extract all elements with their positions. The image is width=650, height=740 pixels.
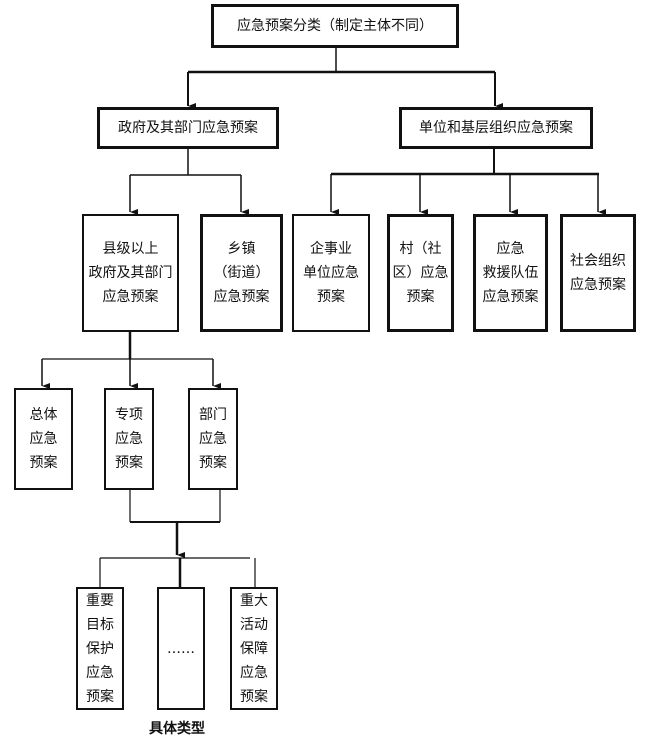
title-box: 应急预案分类（制定主体不同）	[211, 4, 459, 48]
enterprise-plans-box: 企事业 单位应急 预案	[292, 214, 370, 332]
special-plan-box: 专项 应急 预案	[104, 388, 154, 490]
major-event-plan-box: 重大 活动 保障 应急 预案	[230, 587, 278, 710]
overall-plan-box: 总体 应急 预案	[14, 388, 73, 490]
gov-plans-box: 政府及其部门应急预案	[97, 107, 279, 149]
department-plan-box: 部门 应急 预案	[188, 388, 238, 490]
specific-types-caption: 具体类型	[149, 721, 205, 737]
town-plans-box: 乡镇 （街道） 应急预案	[200, 214, 283, 332]
social-org-plans-box: 社会组织 应急预案	[560, 214, 636, 332]
unit-plans-box: 单位和基层组织应急预案	[399, 107, 593, 149]
rescue-team-plans-box: 应急 救援队伍 应急预案	[473, 214, 548, 332]
key-target-protection-plan-box: 重要 目标 保护 应急 预案	[76, 587, 124, 710]
ellipsis-box: ……	[157, 587, 205, 710]
county-plans-box: 县级以上 政府及其部门 应急预案	[82, 214, 179, 332]
village-plans-box: 村（社 区）应急 预案	[387, 214, 454, 332]
